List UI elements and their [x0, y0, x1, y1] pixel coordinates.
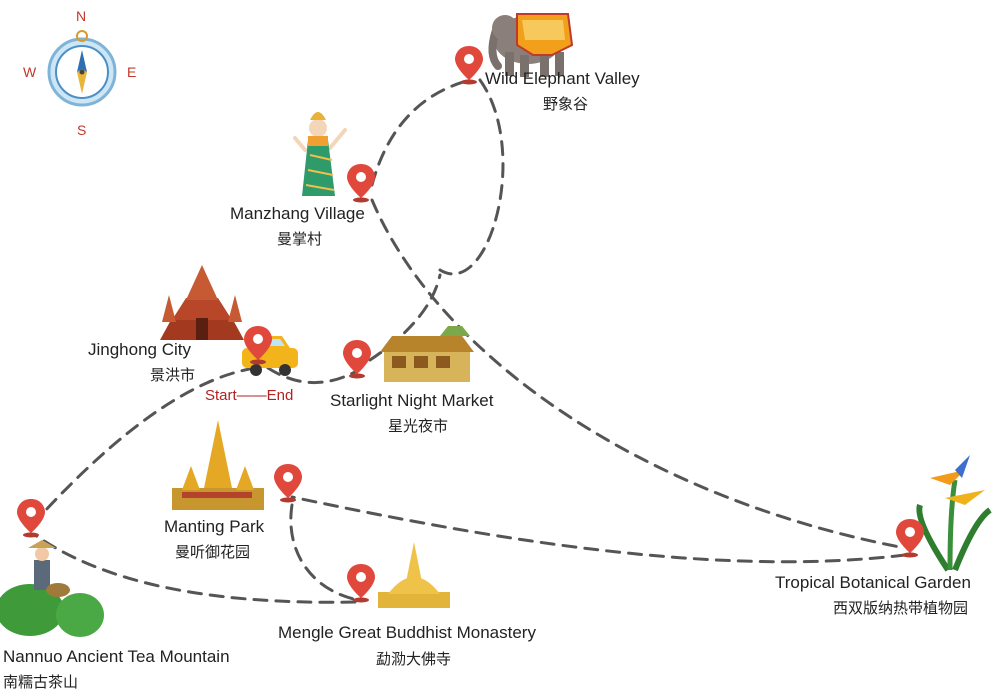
label-manting-park-zh: 曼听御花园: [175, 543, 251, 561]
route-manzhang-elephant: [370, 78, 472, 187]
compass-west-label: W: [23, 64, 37, 80]
label-nannuo-tea-mountain-zh: 南糯古茶山: [3, 673, 79, 691]
temple-icon: [160, 265, 244, 340]
stupa-icon: [378, 542, 450, 608]
route-jinghong-starlight: [266, 366, 357, 384]
pin-wild-elephant-valley[interactable]: [455, 46, 483, 85]
elephant-icon: [488, 13, 574, 77]
pin-starlight-night-market[interactable]: [343, 340, 371, 379]
label-jinghong-city-zh: 景洪市: [150, 366, 196, 384]
pin-mengle-monastery[interactable]: [347, 564, 375, 603]
pin-nannuo-tea-mountain[interactable]: [17, 499, 45, 538]
route-elephant-garden: [438, 78, 505, 276]
route-nannuo-jinghong: [30, 366, 257, 527]
pin-manzhang-village[interactable]: [347, 164, 375, 203]
label-manzhang-village-zh: 曼掌村: [277, 230, 323, 248]
tea-picker-icon: [0, 540, 104, 637]
compass-north-label: N: [76, 8, 87, 24]
pagoda-icon: [172, 420, 264, 510]
label-nannuo-tea-mountain-en: Nannuo Ancient Tea Mountain: [3, 647, 230, 666]
pin-jinghong-city[interactable]: [244, 326, 272, 365]
label-tropical-garden-zh: 西双版纳热带植物园: [833, 599, 969, 617]
bird-of-paradise-icon: [916, 455, 992, 572]
route-manzhang-garden: [370, 198, 907, 550]
label-mengle-monastery-en: Mengle Great Buddhist Monastery: [278, 623, 536, 642]
label-wild-elephant-valley-en: Wild Elephant Valley: [485, 69, 640, 88]
route-manting-mengle: [289, 503, 360, 602]
pin-tropical-garden[interactable]: [896, 519, 924, 558]
market-icon: [380, 326, 474, 382]
label-manting-park-en: Manting Park: [164, 517, 265, 536]
label-starlight-night-market-zh: 星光夜市: [388, 417, 449, 435]
dancer-icon: [293, 112, 347, 196]
compass-south-label: S: [77, 122, 87, 138]
compass-east-label: E: [127, 64, 137, 80]
route-mengle-nannuo: [33, 533, 357, 604]
route-garden-manting: [290, 495, 907, 564]
label-wild-elephant-valley-zh: 野象谷: [543, 95, 589, 113]
route-lines: [30, 78, 907, 604]
start-end-label: Start——End: [205, 387, 294, 404]
label-tropical-garden-en: Tropical Botanical Garden: [775, 573, 971, 592]
label-manzhang-village-en: Manzhang Village: [230, 204, 365, 223]
label-mengle-monastery-zh: 勐泐大佛寺: [376, 650, 452, 668]
map-pins: [17, 46, 924, 603]
label-starlight-night-market-en: Starlight Night Market: [330, 391, 494, 410]
compass-icon: [47, 30, 117, 107]
pin-manting-park[interactable]: [274, 464, 302, 503]
label-jinghong-city-en: Jinghong City: [88, 340, 192, 359]
